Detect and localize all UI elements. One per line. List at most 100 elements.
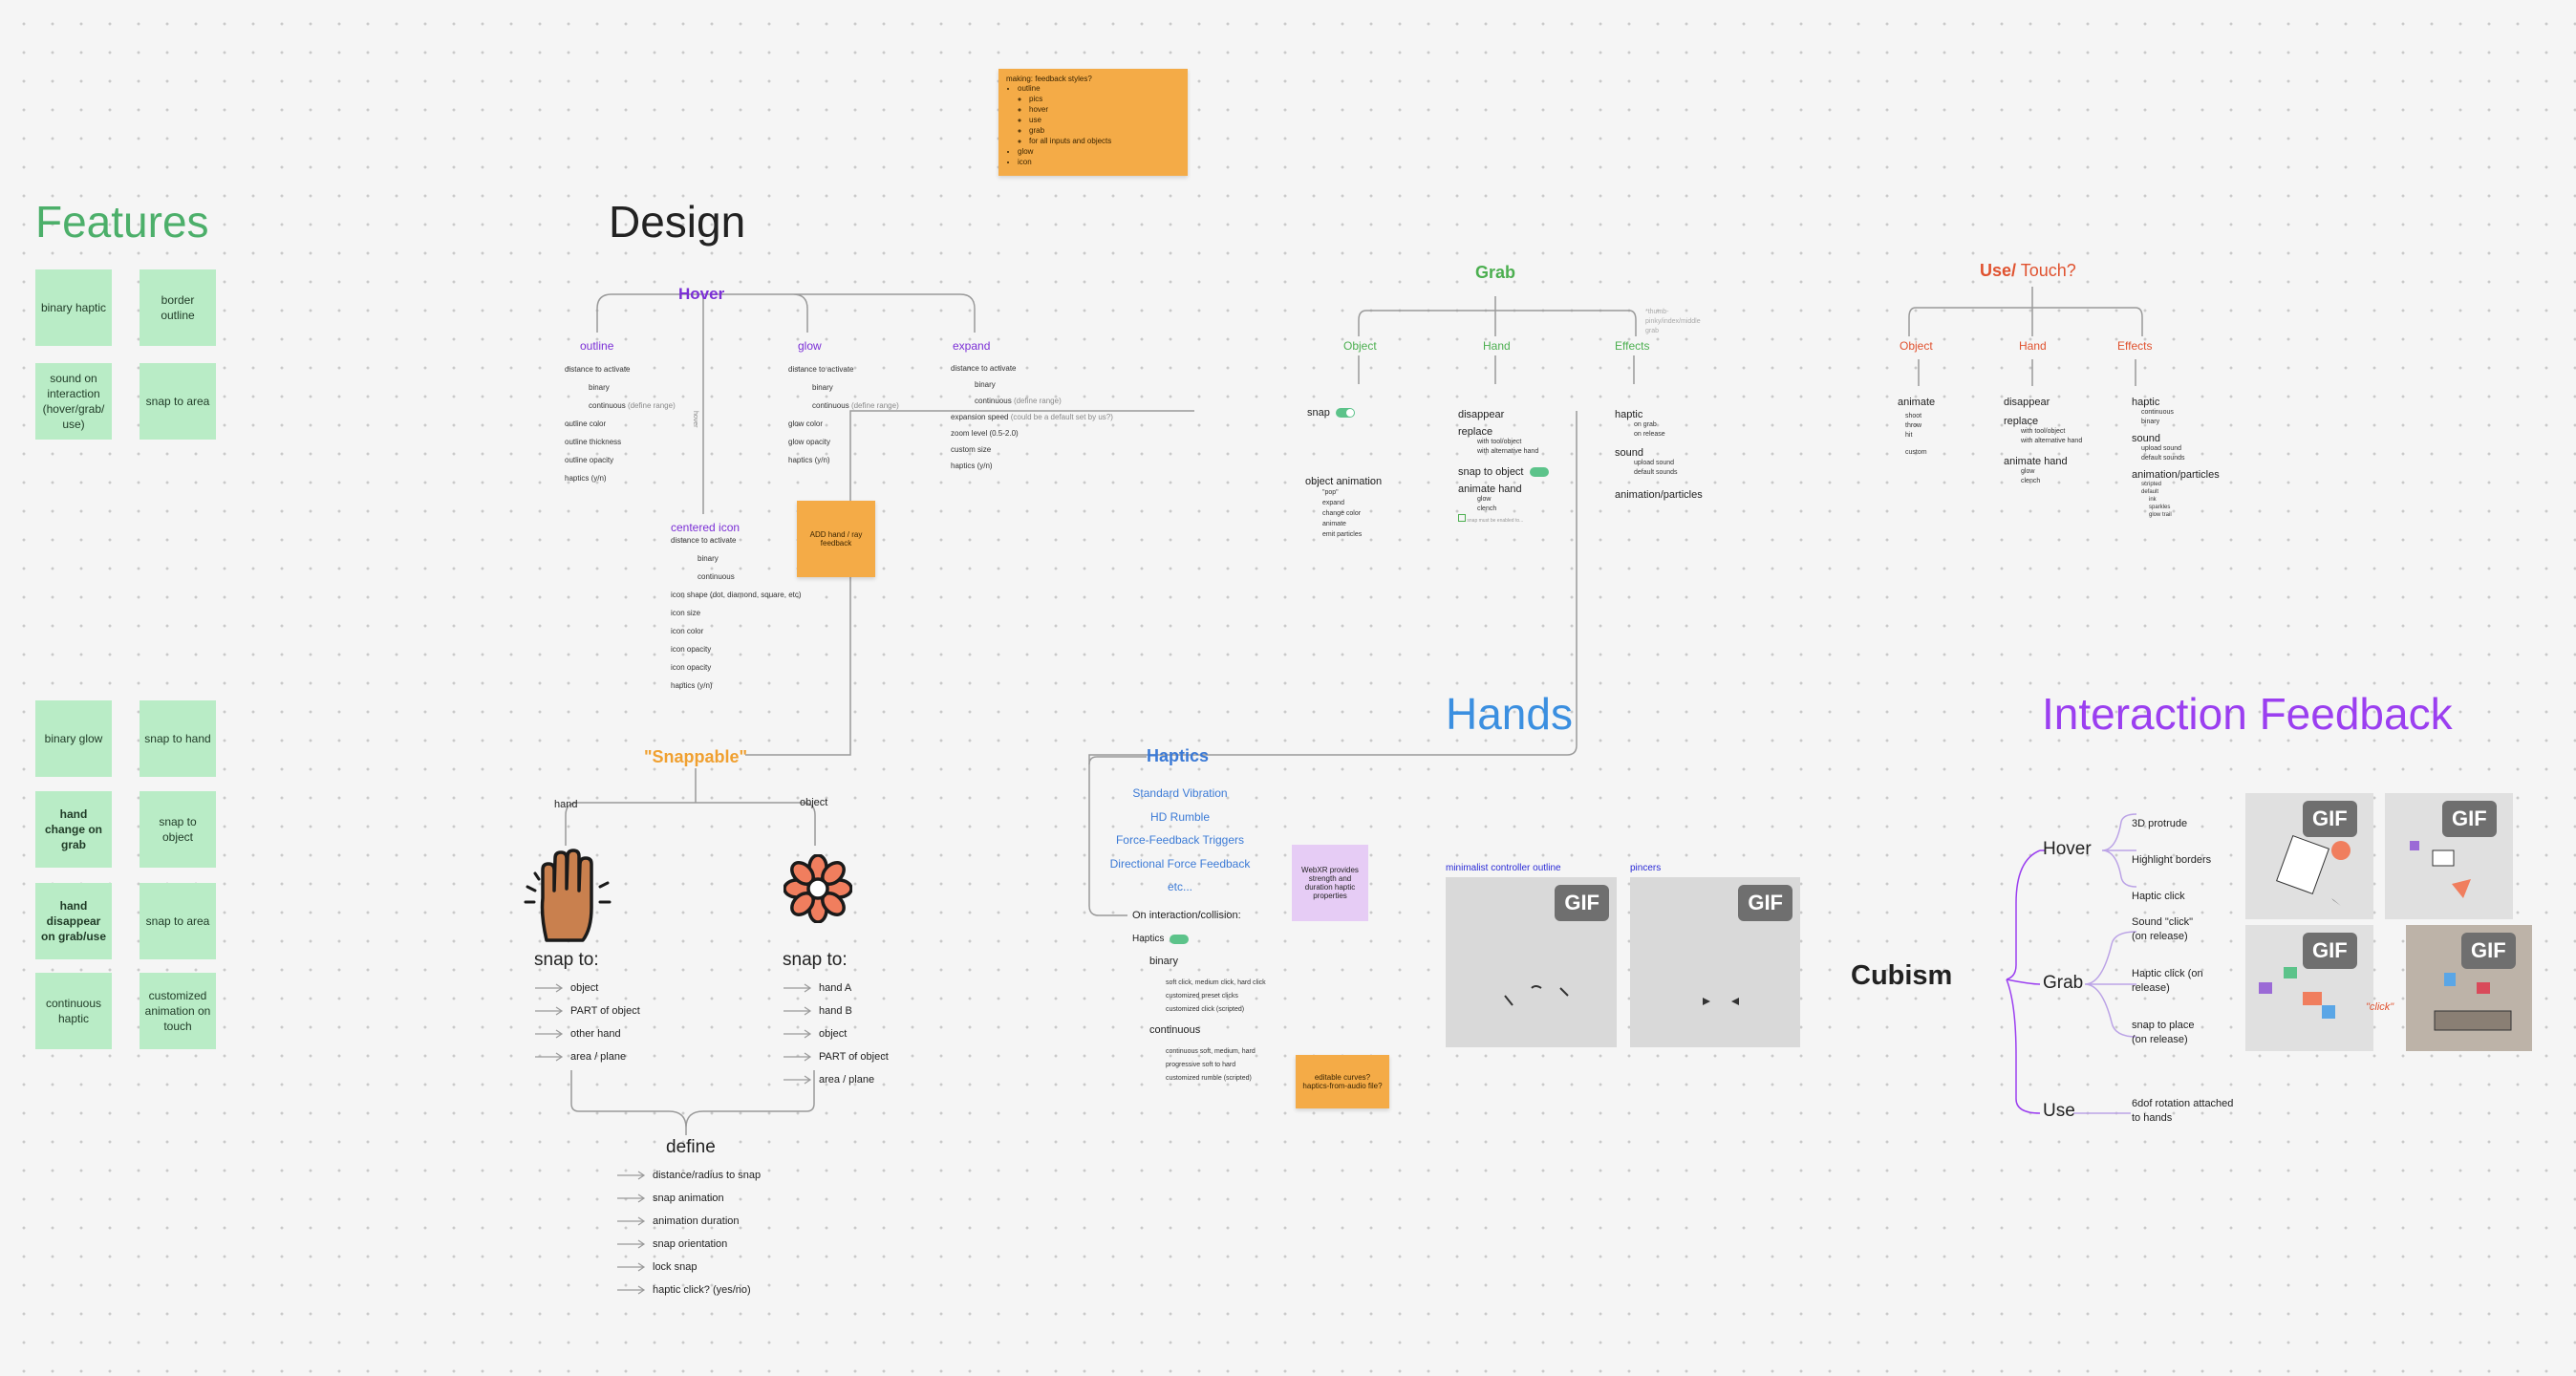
feature-card[interactable]: binary glow (35, 700, 112, 777)
toggle-icon[interactable] (1170, 934, 1190, 944)
expand-label: expand (953, 339, 991, 353)
objects-sketch-icon (2434, 973, 2512, 1031)
pincers-gif[interactable]: GIF (1630, 877, 1800, 1047)
feature-card[interactable]: continuous haptic (35, 973, 112, 1049)
outline-label: outline (580, 339, 614, 353)
grab-object-label: Object (1343, 339, 1377, 353)
interaction-feedback-title: Interaction Feedback (2042, 689, 2453, 739)
editable-curves-sticky: editable curves? haptics-from-audio file… (1296, 1055, 1389, 1108)
feature-card[interactable]: snap to area (140, 363, 216, 440)
haptics-heading: Haptics (1147, 746, 1210, 765)
outline-options: distance to activate binary continuous (… (565, 365, 676, 483)
hover-gif-2[interactable]: GIF (2385, 793, 2513, 919)
raised-hand-icon (524, 849, 612, 942)
hover-gif-1[interactable]: GIF (2245, 793, 2373, 919)
sticky-item: grab (1029, 125, 1180, 136)
minimalist-controller-label: minimalist controller outline (1446, 863, 1561, 873)
expand-options: distance to activate binary continuous (… (951, 364, 1113, 470)
card-sketch-icon (2276, 835, 2351, 906)
feature-card[interactable]: binary haptic (35, 269, 112, 346)
sticky-title: making: feedback styles? (1006, 75, 1092, 83)
checkbox-icon[interactable] (1458, 514, 1466, 522)
pincers-label: pincers (1630, 863, 1662, 873)
click-annotation: "click" (2366, 1001, 2394, 1013)
feature-card[interactable]: snap to object (140, 791, 216, 868)
use-heading: Use/ Touch? (1980, 261, 2076, 280)
grab-gif-1[interactable]: GIF (2245, 925, 2373, 1051)
feature-card[interactable]: hand change on grab (35, 791, 112, 868)
toggle-icon[interactable] (1529, 467, 1549, 477)
grab-gif-2[interactable]: GIF (2406, 925, 2532, 1051)
define-heading: define (666, 1137, 716, 1157)
interaction-use-items: 6dof rotation attached to hands (2132, 1098, 2234, 1124)
interaction-use-label: Use (2043, 1101, 2075, 1121)
sticky-item: glow (1018, 146, 1180, 157)
glow-label: glow (798, 339, 822, 353)
feature-card[interactable]: hand disappear on grab/use (35, 883, 112, 959)
use-object-label: Object (1900, 339, 1933, 353)
toggle-icon[interactable] (1335, 408, 1355, 418)
sticky-item: icon (1018, 157, 1180, 167)
haptics-continuous: continuous (1149, 1024, 1201, 1036)
object-animation: object animation "pop" expand change col… (1305, 476, 1383, 538)
blocks-sketch-icon (2259, 967, 2335, 1019)
snappable-heading: "Snappable" (644, 747, 748, 766)
snap-to-heading-object: snap to: (783, 950, 848, 970)
shapes-sketch-icon (2410, 841, 2471, 898)
centered-icon-options: distance to activate binary continuous i… (671, 536, 802, 690)
hands-title: Hands (1446, 689, 1573, 739)
interaction-grab-items: Sound "click" (on release) Haptic click … (2132, 916, 2203, 1045)
interaction-grab-label: Grab (2043, 973, 2084, 993)
snappable-object-label: object (800, 797, 828, 808)
feature-card[interactable]: sound on interaction (hover/grab/ use) (35, 363, 112, 440)
use-effects-label: Effects (2117, 339, 2153, 353)
feature-card[interactable]: customized animation on touch (140, 973, 216, 1049)
glow-options: distance to activate binary continuous (… (788, 365, 899, 464)
flower-icon (784, 854, 852, 923)
pincers-sketch-icon (1703, 998, 1739, 1005)
sticky-item: hover (1029, 104, 1180, 115)
grab-heading: Grab (1475, 263, 1516, 282)
design-title: Design (609, 197, 746, 247)
snappable-hand-label: hand (554, 799, 578, 810)
feature-card[interactable]: snap to area (140, 883, 216, 959)
grab-effects-label: Effects (1615, 339, 1650, 353)
haptics-toggle[interactable]: Haptics (1132, 934, 1190, 944)
centered-icon-label: centered icon (671, 521, 741, 534)
sticky-item: for all inputs and objects (1029, 136, 1180, 146)
sticky-item: outline (1018, 83, 1180, 94)
controller-sketch-icon (1504, 985, 1569, 1006)
hover-heading: Hover (678, 285, 725, 303)
add-hand-ray-feedback-sticky: ADD hand / ray feedback (797, 501, 875, 577)
feature-card[interactable]: border outline (140, 269, 216, 346)
feature-card[interactable]: snap to hand (140, 700, 216, 777)
haptics-on-interaction: On interaction/collision: (1132, 910, 1241, 921)
grab-hand-label: Hand (1483, 339, 1511, 353)
cubism-title: Cubism (1851, 960, 1953, 991)
snap-to-heading-hand: snap to: (534, 950, 599, 970)
grab-snap-toggle[interactable]: snap (1307, 407, 1355, 419)
sticky-item: use (1029, 115, 1180, 125)
controller-outline-gif[interactable]: GIF (1446, 877, 1617, 1047)
sticky-item: pics (1029, 94, 1180, 104)
features-title: Features (35, 197, 209, 247)
use-hand-label: Hand (2019, 339, 2047, 353)
feedback-styles-sticky: making: feedback styles? outline pics ho… (998, 69, 1188, 176)
haptics-binary: binary (1149, 956, 1178, 967)
interaction-hover-label: Hover (2043, 839, 2092, 859)
webxr-note: WebXR provides strength and duration hap… (1292, 845, 1368, 921)
